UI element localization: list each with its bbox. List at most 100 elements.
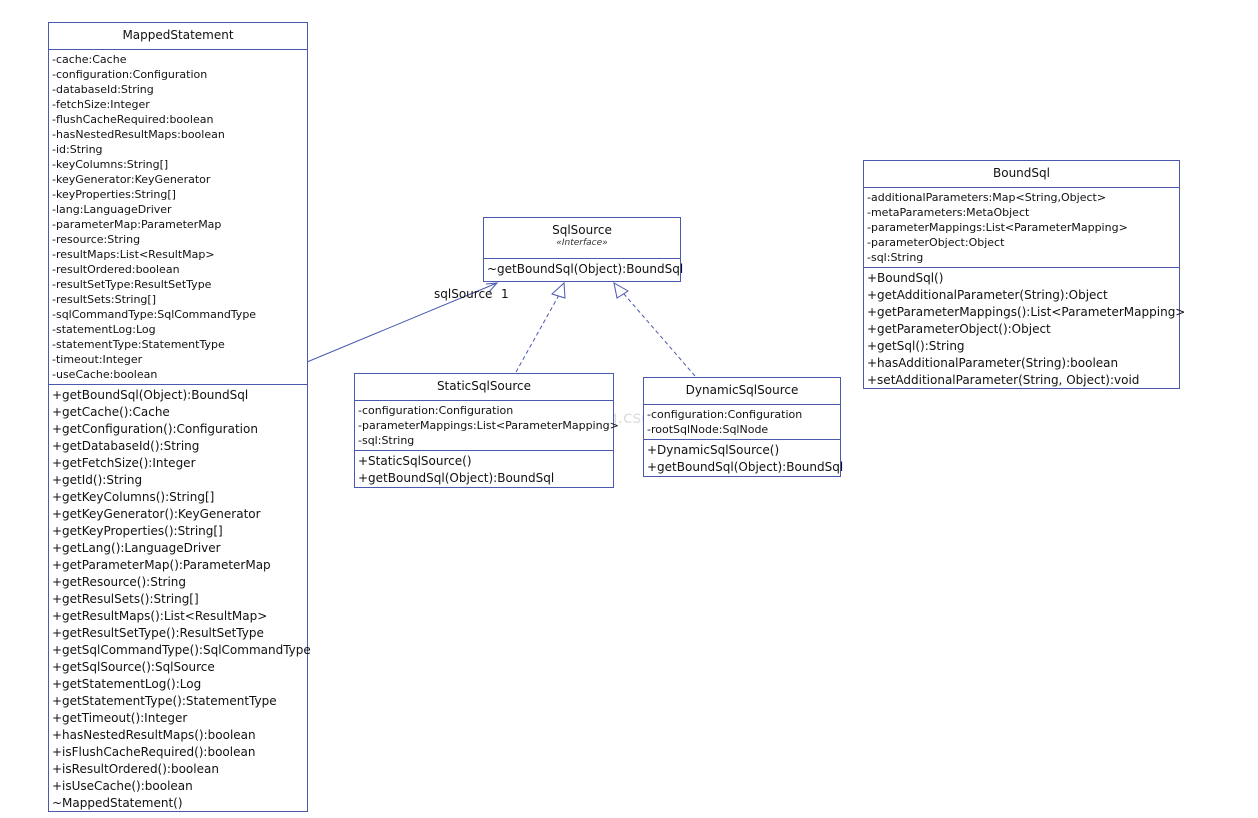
method-row: +getAdditionalParameter(String):Object — [867, 288, 1108, 302]
method-row: ~MappedStatement() — [52, 796, 183, 810]
attributes-section: -cache:Cache -configuration:Configuration… — [49, 50, 307, 384]
class-dynamic-sql-source[interactable]: DynamicSqlSource -configuration:Configur… — [643, 377, 844, 478]
attribute-row: -configuration:Configuration — [358, 404, 514, 417]
attributes-section: -configuration:Configuration -parameterMa… — [355, 401, 619, 450]
attribute-row: -timeout:Integer — [52, 353, 143, 366]
interface-stereotype: «Interface» — [556, 238, 608, 248]
class-name: SqlSource — [552, 223, 612, 237]
methods-section: +StaticSqlSource() +getBoundSql(Object):B… — [355, 450, 613, 489]
class-mapped-statement[interactable]: MappedStatement -cache:Cache -configurati… — [48, 22, 311, 814]
method-row: +getStatementLog():Log — [52, 677, 202, 691]
attribute-row: -parameterObject:Object — [867, 236, 1005, 249]
association-arrowhead — [485, 282, 499, 293]
attribute-row: -resultOrdered:boolean — [52, 263, 180, 276]
method-row: +getBoundSql(Object):BoundSql — [52, 388, 249, 402]
attribute-row: -id:String — [52, 143, 103, 156]
method-row: +getKeyGenerator():KeyGenerator — [52, 507, 261, 521]
attribute-row: -parameterMappings:List<ParameterMapping… — [358, 419, 619, 432]
method-row: +getSqlSource():SqlSource — [52, 660, 215, 674]
method-row: +getDatabaseId():String — [52, 439, 200, 453]
method-row: +getParameterMappings():List<ParameterMa… — [867, 305, 1186, 319]
method-row: +getBoundSql(Object):BoundSql — [358, 471, 555, 485]
attribute-row: -configuration:Configuration — [52, 68, 208, 81]
attribute-row: -parameterMap:ParameterMap — [52, 218, 222, 231]
attribute-row: -metaParameters:MetaObject — [867, 206, 1030, 219]
method-row: +getResultMaps():List<ResultMap> — [52, 609, 268, 623]
association-role-label: sqlSource — [434, 287, 493, 301]
class-name: StaticSqlSource — [436, 379, 532, 393]
attribute-row: -useCache:boolean — [52, 368, 158, 381]
method-row: +StaticSqlSource() — [358, 454, 472, 468]
method-row: +getCache():Cache — [52, 405, 170, 419]
method-row: +getStatementType():StatementType — [52, 694, 277, 708]
association-multiplicity-label: 1 — [501, 287, 509, 301]
method-row: +getResultSetType():ResultSetType — [52, 626, 264, 640]
attribute-row: -sqlCommandType:SqlCommandType — [52, 308, 257, 321]
method-row: ~getBoundSql(Object):BoundSql — [487, 262, 684, 276]
method-row: +isFlushCacheRequired():boolean — [52, 745, 256, 759]
class-name: BoundSql — [993, 166, 1050, 180]
attribute-row: -parameterMappings:List<ParameterMapping… — [867, 221, 1128, 234]
methods-section: +BoundSql() +getAdditionalParameter(Strin… — [864, 267, 1186, 391]
attribute-row: -keyGenerator:KeyGenerator — [52, 173, 211, 186]
realization-arrowhead-dynamic — [613, 282, 629, 299]
method-row: +getParameterObject():Object — [867, 322, 1051, 336]
class-static-sql-source[interactable]: StaticSqlSource -configuration:Configura… — [354, 373, 619, 489]
attribute-row: -flushCacheRequired:boolean — [52, 113, 214, 126]
attribute-row: -cache:Cache — [52, 53, 127, 66]
method-row: +getKeyColumns():String[] — [52, 490, 215, 504]
attribute-row: -fetchSize:Integer — [52, 98, 150, 111]
attribute-row: -keyProperties:String[] — [52, 188, 176, 201]
class-sql-source[interactable]: SqlSource «Interface» ~getBoundSql(Objec… — [483, 217, 684, 282]
realization-arrowhead-static — [551, 281, 566, 299]
class-header: MappedStatement — [49, 23, 307, 50]
method-row: +BoundSql() — [867, 271, 944, 285]
method-row: +getParameterMap():ParameterMap — [52, 558, 271, 572]
method-row: +hasNestedResultMaps():boolean — [52, 728, 256, 742]
method-row: +getTimeout():Integer — [52, 711, 188, 725]
method-row: +isResultOrdered():boolean — [52, 762, 219, 776]
attribute-row: -resultMaps:List<ResultMap> — [52, 248, 215, 261]
realization-line-dynamic — [623, 293, 696, 377]
method-row: +getKeyProperties():String[] — [52, 524, 223, 538]
method-row: +getConfiguration():Configuration — [52, 422, 258, 436]
attribute-row: -statementLog:Log — [52, 323, 156, 336]
association-line — [306, 282, 498, 363]
methods-section: +getBoundSql(Object):BoundSql +getCache()… — [49, 384, 311, 814]
method-row: +getId():String — [52, 473, 143, 487]
class-header: SqlSource «Interface» — [484, 218, 680, 259]
class-bound-sql[interactable]: BoundSql -additionalParameters:Map<Strin… — [863, 160, 1186, 391]
attribute-row: -additionalParameters:Map<String,Object> — [867, 191, 1107, 204]
attribute-row: -sql:String — [867, 251, 924, 264]
attributes-section: -additionalParameters:Map<String,Object>… — [864, 188, 1179, 267]
method-row: +hasAdditionalParameter(String):boolean — [867, 356, 1119, 370]
class-name: MappedStatement — [122, 28, 234, 42]
class-header: DynamicSqlSource — [644, 378, 840, 405]
methods-section: ~getBoundSql(Object):BoundSql — [484, 259, 684, 280]
method-row: +setAdditionalParameter(String, Object):… — [867, 373, 1140, 387]
attribute-row: -hasNestedResultMaps:boolean — [52, 128, 225, 141]
method-row: +getBoundSql(Object):BoundSql — [647, 460, 844, 474]
attribute-row: -keyColumns:String[] — [52, 158, 169, 171]
attribute-row: -configuration:Configuration — [647, 408, 803, 421]
method-row: +getSql():String — [867, 339, 965, 353]
class-header: StaticSqlSource — [355, 374, 613, 401]
attribute-row: -databaseId:String — [52, 83, 154, 96]
attributes-section: -configuration:Configuration -rootSqlNode… — [644, 405, 840, 439]
attribute-row: -resultSetType:ResultSetType — [52, 278, 212, 291]
method-row: +getResulSets():String[] — [52, 592, 199, 606]
attribute-row: -rootSqlNode:SqlNode — [647, 423, 769, 436]
class-header: BoundSql — [864, 161, 1179, 188]
attribute-row: -statementType:StatementType — [52, 338, 225, 351]
attribute-row: -resource:String — [52, 233, 141, 246]
method-row: +getResource():String — [52, 575, 187, 589]
attribute-row: -lang:LanguageDriver — [52, 203, 172, 216]
class-name: DynamicSqlSource — [685, 383, 799, 397]
realization-line-static — [515, 294, 560, 373]
attribute-row: -resultSets:String[] — [52, 293, 157, 306]
method-row: +getLang():LanguageDriver — [52, 541, 221, 555]
method-row: +DynamicSqlSource() — [647, 443, 780, 457]
methods-section: +DynamicSqlSource() +getBoundSql(Object):… — [644, 439, 844, 478]
method-row: +getSqlCommandType():SqlCommandType — [52, 643, 311, 657]
